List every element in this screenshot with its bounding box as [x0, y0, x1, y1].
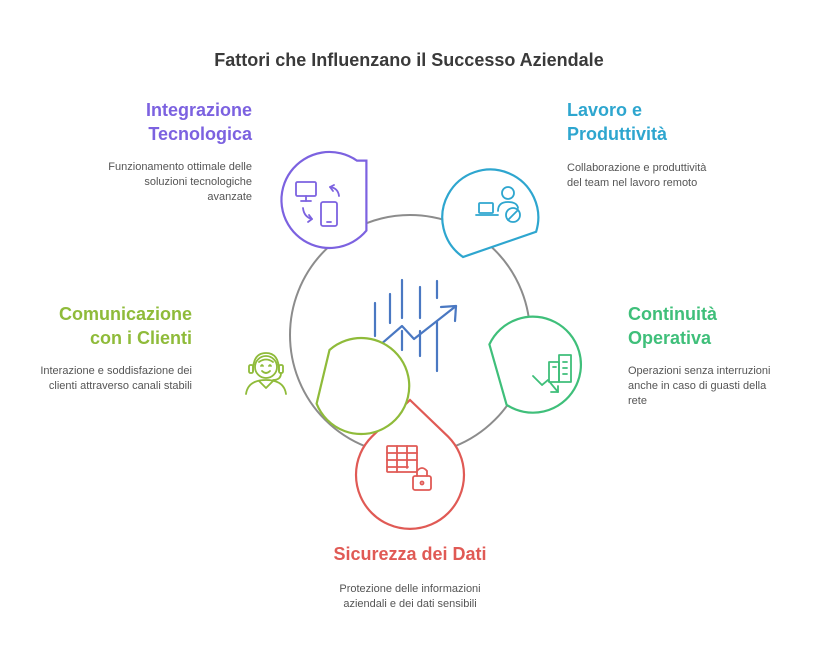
sicurezza-desc-line-2: aziendali e dei dati sensibili [343, 598, 477, 610]
continuita-desc-line-3: rete [628, 395, 647, 407]
comunicazione-description: Interazione e soddisfazione dei clienti … [10, 364, 192, 394]
building-trend-icon [532, 354, 572, 393]
comunicazione-desc-line-1: Interazione e soddisfazione dei [40, 365, 192, 377]
continuita-title-line-2: Operativa [628, 328, 712, 348]
comunicazione-title: Comunicazione con i Clienti [20, 302, 192, 350]
lavoro-title: Lavoro e Produttività [567, 98, 767, 146]
integrazione-description: Funzionamento ottimale delle soluzioni t… [70, 160, 252, 205]
sicurezza-description: Protezione delle informazioni aziendali … [260, 582, 560, 612]
node-comunicazione [245, 336, 411, 436]
remote-work-icon [475, 186, 521, 223]
devices-sync-icon [295, 181, 340, 227]
sicurezza-title-line-1: Sicurezza dei Dati [333, 544, 487, 564]
sicurezza-desc-line-1: Protezione delle informazioni [339, 583, 481, 595]
integrazione-title: Integrazione Tecnologica [60, 98, 252, 146]
sicurezza-title: Sicurezza dei Dati [260, 542, 560, 566]
page-title: Fattori che Influenzano il Successo Azie… [214, 50, 604, 70]
customer-support-icon [245, 352, 287, 395]
comunicazione-title-line-1: Comunicazione [58, 304, 192, 324]
table-lock-icon [386, 445, 432, 491]
integrazione-desc-line-3: avanzate [207, 191, 252, 203]
comunicazione-desc-line-2: clienti attraverso canali stabili [48, 380, 192, 392]
integrazione-title-line-1: Integrazione [145, 100, 252, 120]
node-lavoro [441, 168, 540, 259]
continuita-description: Operazioni senza interruzioni anche in c… [628, 364, 808, 409]
node-continuita [488, 315, 583, 414]
lavoro-title-line-2: Produttività [567, 124, 668, 144]
continuita-desc-line-1: Operazioni senza interruzioni [628, 365, 771, 377]
growth-chart-icon [363, 278, 458, 373]
lavoro-title-line-1: Lavoro e [567, 100, 643, 120]
node-integrazione [280, 150, 368, 250]
comunicazione-title-line-2: con i Clienti [89, 328, 192, 348]
integrazione-desc-line-1: Funzionamento ottimale delle [108, 161, 252, 173]
node-sicurezza [354, 398, 466, 530]
continuita-title: Continuità Operativa [628, 302, 808, 350]
integrazione-desc-line-2: soluzioni tecnologiche [144, 176, 252, 188]
lavoro-desc-line-2: del team nel lavoro remoto [567, 177, 698, 189]
continuita-title-line-1: Continuità [628, 304, 717, 324]
lavoro-description: Collaborazione e produttività del team n… [567, 161, 767, 191]
lavoro-desc-line-1: Collaborazione e produttività [567, 162, 707, 174]
integrazione-title-line-2: Tecnologica [148, 124, 252, 144]
continuita-desc-line-2: anche in caso di guasti della [628, 380, 767, 392]
